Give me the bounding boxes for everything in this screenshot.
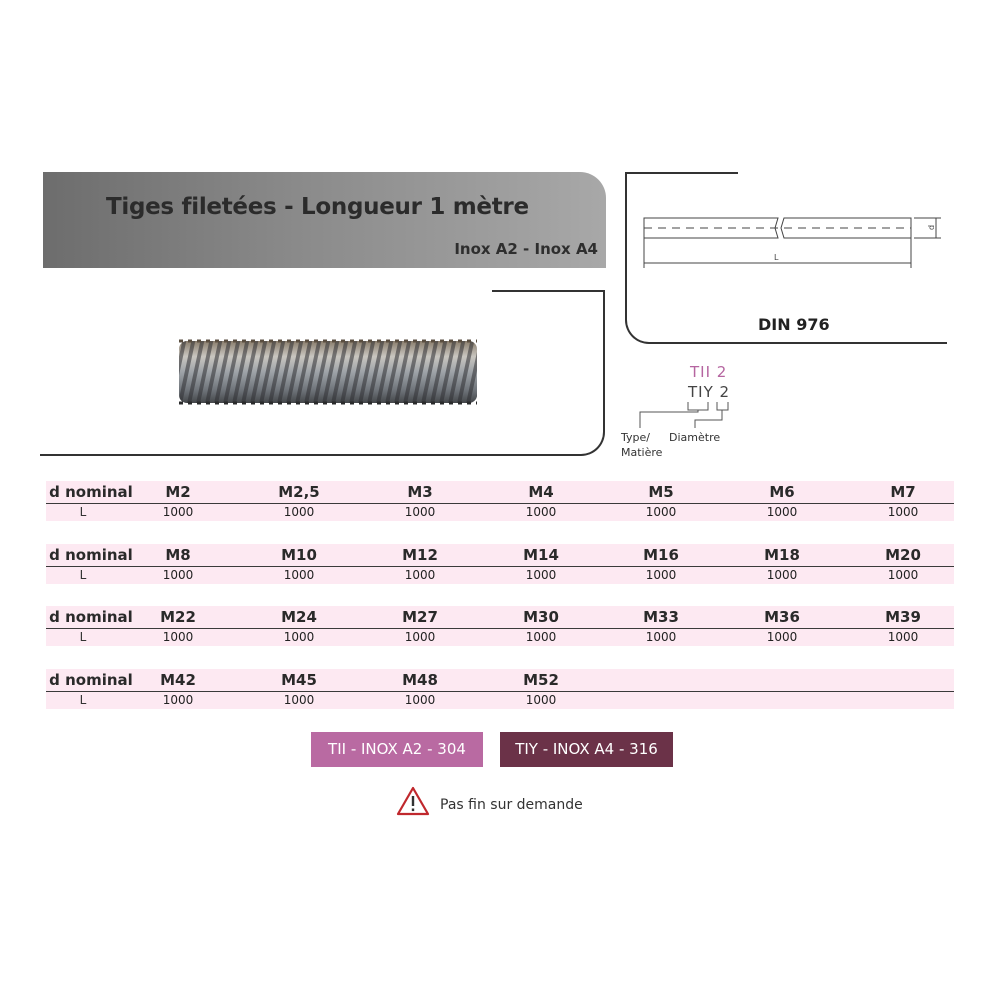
size-cell: M5 (648, 483, 674, 501)
drawing-frame-top-line (625, 172, 738, 174)
type-matiere-label: Type/ Matière (621, 431, 663, 459)
length-cell: 1000 (283, 505, 315, 519)
length-cell: 1000 (162, 693, 194, 707)
size-cell: M2 (165, 483, 191, 501)
length-label: L (79, 505, 87, 519)
size-cell: M12 (402, 546, 438, 564)
size-cell: M2,5 (278, 483, 320, 501)
header-banner: Tiges filetées - Longueur 1 mètre Inox A… (43, 172, 606, 268)
code-line-tii: TII 2 (690, 363, 728, 381)
length-cell: 1000 (404, 568, 436, 582)
table-row: L 1000 1000 1000 1000 1000 1000 1000 (46, 504, 954, 521)
diameter-symbol: d (927, 225, 936, 230)
length-cell: 1000 (404, 505, 436, 519)
length-cell: 1000 (162, 630, 194, 644)
rod-technical-drawing: L d (643, 217, 941, 268)
length-cell: 1000 (283, 568, 315, 582)
length-label: L (79, 693, 87, 707)
length-cell: 1000 (404, 693, 436, 707)
length-cell: 1000 (766, 505, 798, 519)
code-bracket-lines (639, 402, 729, 428)
length-cell: 1000 (525, 630, 557, 644)
size-cell: M30 (523, 608, 559, 626)
badge-inox-a4: TIY - INOX A4 - 316 (500, 732, 673, 767)
size-cell: M24 (281, 608, 317, 626)
length-cell: 1000 (525, 568, 557, 582)
photo-frame (40, 290, 605, 456)
table-row: L 1000 1000 1000 1000 1000 1000 1000 (46, 629, 954, 646)
size-cell: M27 (402, 608, 438, 626)
size-cell: M4 (528, 483, 554, 501)
size-cell: M36 (764, 608, 800, 626)
d-nominal-label: d nominal (49, 546, 133, 564)
length-cell: 1000 (283, 630, 315, 644)
size-cell: M22 (160, 608, 196, 626)
length-label: L (79, 568, 87, 582)
d-nominal-label: d nominal (49, 483, 133, 501)
size-cell: M39 (885, 608, 921, 626)
size-cell: M14 (523, 546, 559, 564)
length-symbol: L (774, 253, 779, 262)
length-cell: 1000 (525, 693, 557, 707)
length-cell: 1000 (887, 568, 919, 582)
page-title: Tiges filetées - Longueur 1 mètre (106, 194, 529, 220)
length-cell: 1000 (766, 568, 798, 582)
length-cell: 1000 (283, 693, 315, 707)
size-cell: M42 (160, 671, 196, 689)
length-cell: 1000 (766, 630, 798, 644)
diametre-label: Diamètre (669, 431, 721, 444)
note-text: Pas fin sur demande (440, 797, 583, 813)
size-table-block-1: d nominal M2 M2,5 M3 M4 M5 M6 M7 L 1000 … (46, 481, 954, 521)
size-table-block-2: d nominal M8 M10 M12 M14 M16 M18 M20 L 1… (46, 544, 954, 584)
size-table-block-4: d nominal M42 M45 M48 M52 L 1000 1000 10… (46, 669, 954, 709)
size-cell: M48 (402, 671, 438, 689)
page-subtitle: Inox A2 - Inox A4 (454, 240, 598, 258)
table-row: d nominal M8 M10 M12 M14 M16 M18 M20 (46, 544, 954, 567)
length-cell: 1000 (887, 505, 919, 519)
photo-frame-top-line (492, 290, 605, 292)
length-cell: 1000 (525, 505, 557, 519)
badge-inox-a2: TII - INOX A2 - 304 (311, 732, 483, 767)
code-line-tiy: TIY 2 (688, 383, 731, 401)
size-cell: M52 (523, 671, 559, 689)
length-cell: 1000 (162, 505, 194, 519)
size-cell: M45 (281, 671, 317, 689)
size-cell: M18 (764, 546, 800, 564)
size-table-block-3: d nominal M22 M24 M27 M30 M33 M36 M39 L … (46, 606, 954, 646)
table-row: L 1000 1000 1000 1000 (46, 692, 954, 709)
size-cell: M6 (769, 483, 795, 501)
threaded-rod-photo (179, 339, 477, 405)
table-row: d nominal M22 M24 M27 M30 M33 M36 M39 (46, 606, 954, 629)
d-nominal-label: d nominal (49, 608, 133, 626)
size-cell: M20 (885, 546, 921, 564)
length-cell: 1000 (645, 630, 677, 644)
length-label: L (79, 630, 87, 644)
size-cell: M7 (890, 483, 916, 501)
drawing-frame (625, 172, 947, 344)
length-cell: 1000 (645, 505, 677, 519)
length-cell: 1000 (162, 568, 194, 582)
size-cell: M33 (643, 608, 679, 626)
warning-triangle-icon (396, 786, 430, 816)
table-row: d nominal M2 M2,5 M3 M4 M5 M6 M7 (46, 481, 954, 504)
length-cell: 1000 (887, 630, 919, 644)
length-cell: 1000 (645, 568, 677, 582)
table-row: L 1000 1000 1000 1000 1000 1000 1000 (46, 567, 954, 584)
table-row: d nominal M42 M45 M48 M52 (46, 669, 954, 692)
size-cell: M3 (407, 483, 433, 501)
d-nominal-label: d nominal (49, 671, 133, 689)
size-cell: M16 (643, 546, 679, 564)
din-standard-label: DIN 976 (758, 315, 830, 334)
size-cell: M8 (165, 546, 191, 564)
length-cell: 1000 (404, 630, 436, 644)
size-cell: M10 (281, 546, 317, 564)
